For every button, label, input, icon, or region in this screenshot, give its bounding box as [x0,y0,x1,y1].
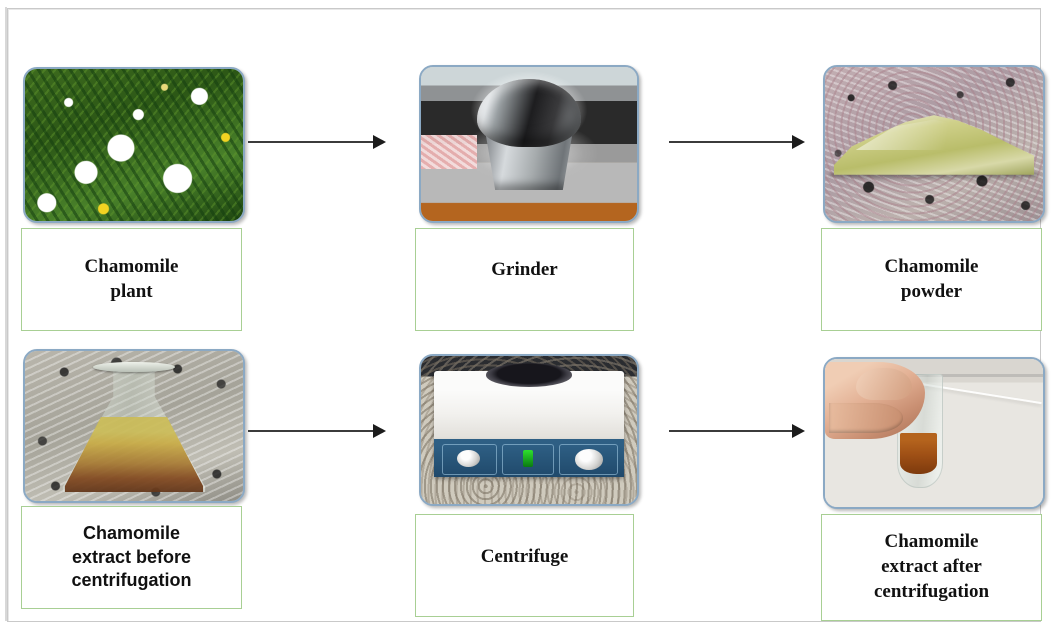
caption-line-1: Chamomile [84,255,179,277]
flask-rim [92,361,176,372]
centrifuge-photo [419,354,639,506]
caption-extract-before-centrifugation: Chamomile extract before centrifugation [21,506,242,609]
caption-line-2: extract after [881,556,982,578]
caption-chamomile-plant-text: Chamomile plant [85,255,179,304]
arrow-head [373,424,386,438]
centrifuge-image-content [421,356,637,504]
grinder-dome [477,79,581,148]
extract-before-image-content [25,351,243,501]
arrow-shaft [669,141,793,143]
chamomile-powder-photo [823,65,1045,223]
arrow-shaft [669,430,793,432]
caption-line-3: centrifugation [873,580,990,602]
thumb [855,367,913,401]
caption-line-2: powder [900,280,963,302]
caption-grinder-text: Grinder [491,259,558,280]
arrow-shaft [248,141,374,143]
chamomile-plant-photo [23,67,245,223]
arrow-grinder-to-powder [669,135,805,149]
caption-extract-after-text: Chamomile extract after centrifugation [874,530,989,604]
grinder-cloth [421,134,478,169]
caption-line-3: centrifugation [71,570,192,591]
centrifuge-timer-knob [456,450,480,468]
extract-pellet [900,433,938,475]
caption-line-1: Chamomile [884,531,979,553]
caption-chamomile-powder-text: Chamomile powder [885,255,979,304]
chamomile-extract-before-photo [23,349,245,503]
arrow-head [792,424,805,438]
caption-extract-after-centrifugation: Chamomile extract after centrifugation [821,514,1042,621]
arrow-head [373,135,386,149]
index-finger [829,403,904,433]
panel-segment-right [559,444,619,475]
centrifuge-speed-knob [574,448,604,470]
grinder-photo [419,65,639,223]
caption-line-2: extract before [71,546,192,567]
chamomile-powder-image-content [825,67,1043,221]
caption-chamomile-plant: Chamomile plant [21,228,242,331]
caption-line-2: plant [110,280,153,302]
caption-centrifuge-text: Centrifuge [480,546,569,567]
centrifuge-power-led [523,450,533,468]
arrow-head [792,135,805,149]
caption-centrifuge: Centrifuge [415,514,634,617]
panel-segment-left [441,444,497,475]
arrow-plant-to-grinder [248,135,386,149]
caption-chamomile-powder: Chamomile powder [821,228,1042,331]
arrow-extract-to-centrifuge [248,424,386,438]
caption-line-1: Chamomile [884,255,979,277]
chamomile-extract-after-photo [823,357,1045,509]
extract-after-image-content [825,359,1043,507]
arrow-centrifuge-to-tube [669,424,805,438]
chamomile-plant-image-content [25,69,243,221]
panel-segment-middle [502,444,554,475]
arrow-shaft [248,430,374,432]
caption-line-1: Chamomile [82,523,181,544]
figure-frame: Chamomile plant Grinder [5,7,1045,622]
centrifuge-lid [485,363,573,388]
caption-extract-before-text: Chamomile extract before centrifugation [72,522,192,592]
grinder-image-content [421,67,637,221]
caption-grinder: Grinder [415,228,634,331]
centrifuge-control-panel [433,438,625,478]
extract-liquid [64,417,204,492]
